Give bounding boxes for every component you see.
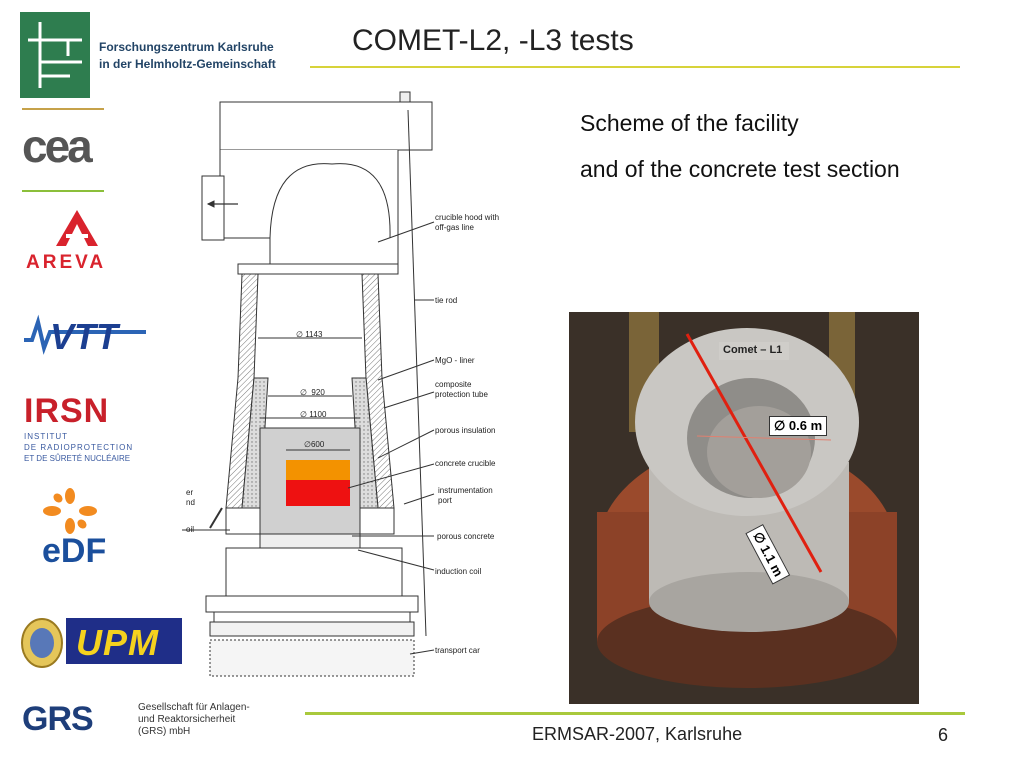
label-concrete-crucible: concrete crucible [435,459,496,468]
page-number: 6 [938,725,949,745]
dim-600: ∅600 [304,440,325,449]
label-hood: crucible hood with off-gas line [435,213,500,232]
label-composite-tube: composite protection tube [435,380,488,399]
title-underline [310,66,960,68]
label-tie-rod: tie rod [435,296,458,305]
grs-text-line3: (GRS) mbH [138,726,191,737]
label-porous-concrete: porous concrete [437,532,495,541]
upm-seal [20,618,64,673]
grs-logo: GRS [22,700,94,738]
dim-1143: ∅ 1143 [296,330,323,339]
fzk-logo-line1: Forschungszentrum Karlsruhe [99,40,274,54]
areva-logo-text: AREVA [26,252,107,273]
irsn-sub3: ET DE SÛRETÉ NUCLÉAIRE [24,454,131,463]
edf-logo-text: eDF [42,532,107,570]
grs-text-line2: und Reaktorsicherheit [138,714,236,725]
footer-line [305,712,965,715]
edf-logo-icon [40,488,100,539]
cut-label-3: oil [186,525,195,534]
fzk-logo [20,12,90,98]
irsn-logo: IRSN [24,392,110,430]
photo-tag: Comet – L1 [723,344,783,356]
grs-text-line1: Gesellschaft für Anlagen- [138,702,250,713]
label-instrumentation-port: instrumentation port [438,486,493,505]
label-transport-car: transport car [435,646,480,655]
label-mgo-liner: MgO - liner [435,356,475,365]
cut-label-1: er [186,488,194,497]
fzk-logo-line2: in der Helmholtz-Gemeinschaft [99,57,276,71]
cea-logo: cea [22,120,93,172]
footer-text: ERMSAR-2007, Karlsruhe [532,724,743,744]
logo-separator [22,108,104,110]
subtitle-line1: Scheme of the facility [580,110,799,136]
vtt-logo-text: VTT [50,316,118,357]
subtitle-line2: and of the concrete test section [580,156,900,182]
areva-logo [54,208,100,253]
irsn-sub2: DE RADIOPROTECTION [24,443,134,452]
test-section-photo: Comet – L1 ∅ 0.6 m ∅ 1.1 m [569,312,919,704]
logo-separator [22,190,104,192]
dim-920: ∅ 920 [300,388,325,397]
slide-title: COMET-L2, -L3 tests [352,24,634,57]
vtt-logo [22,312,146,356]
label-induction-coil: induction coil [435,567,482,576]
photo-inner-diameter: ∅ 0.6 m [769,416,828,436]
upm-logo-text: UPM [76,622,159,663]
facility-diagram: crucible hood with off-gas line tie rod … [180,88,512,680]
upm-logo: UPM [66,618,182,664]
facility-drawing [180,91,435,677]
cut-label-2: nd [186,498,195,507]
irsn-sub1: INSTITUT [24,432,68,441]
label-porous-insulation: porous insulation [435,426,496,435]
dim-1100: ∅ 1100 [300,410,327,419]
